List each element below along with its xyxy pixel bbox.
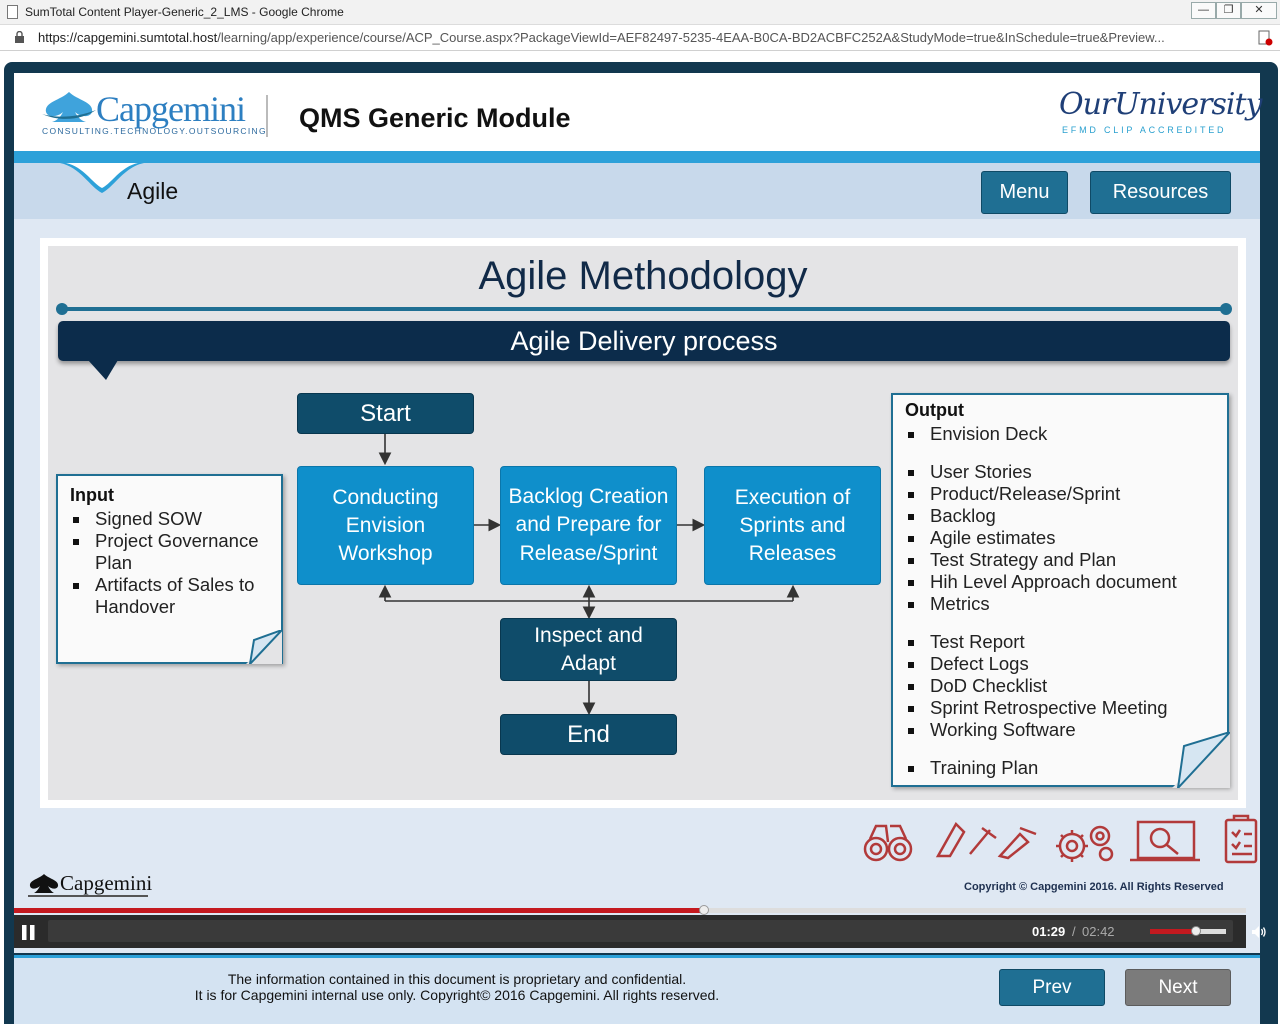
input-page-curl	[246, 630, 282, 664]
output-item: Sprint Retrospective Meeting	[905, 697, 1215, 719]
slide-canvas: Agile Methodology Agile Delivery process…	[48, 246, 1238, 800]
input-item: Signed SOW	[70, 508, 269, 530]
magnifier-icon	[1130, 820, 1200, 862]
output-item: Training Plan	[905, 757, 1215, 779]
input-item: Artifacts of Sales to Handover	[70, 574, 269, 618]
browser-titlebar: SumTotal Content Player-Generic_2_LMS - …	[0, 0, 1280, 25]
maximize-button[interactable]: ❐	[1216, 2, 1241, 19]
seek-bar[interactable]	[14, 905, 1246, 915]
resources-button[interactable]: Resources	[1090, 171, 1231, 214]
capgemini-logo: Capgemini CONSULTING.TECHNOLOGY.OUTSOURC…	[42, 88, 266, 140]
flow-envision-workshop: Conducting Envision Workshop	[297, 466, 474, 585]
output-item: Backlog	[905, 505, 1215, 527]
output-item: User Stories	[905, 461, 1215, 483]
rule-endpoint-right	[1220, 303, 1232, 315]
input-heading: Input	[70, 485, 114, 505]
flow-backlog-creation: Backlog Creation and Prepare for Release…	[500, 466, 677, 585]
time-separator: /	[1072, 924, 1076, 939]
process-banner: Agile Delivery process	[58, 321, 1230, 361]
course-footer: The information contained in this docume…	[14, 955, 1260, 1024]
binoculars-icon	[863, 824, 913, 862]
speaker-icon[interactable]	[1251, 924, 1267, 940]
document-icon	[7, 5, 18, 19]
output-item: Test Strategy and Plan	[905, 549, 1215, 571]
timeline-track	[48, 920, 1233, 942]
banner-pointer	[88, 360, 118, 380]
close-button[interactable]: ✕	[1241, 2, 1277, 19]
output-list: Envision Deck User Stories Product/Relea…	[905, 423, 1215, 779]
brand-wordmark: Capgemini	[96, 89, 246, 129]
pause-icon[interactable]	[21, 924, 37, 941]
output-item: Metrics	[905, 593, 1215, 615]
url-text[interactable]: https://capgemini.sumtotal.host/learning…	[38, 30, 1165, 45]
output-item: Hih Level Approach document	[905, 571, 1215, 593]
rule-endpoint-left	[56, 303, 68, 315]
header-divider	[266, 95, 268, 137]
seek-handle[interactable]	[698, 905, 709, 915]
spade-logo-icon	[42, 92, 96, 122]
output-note: Output Envision Deck User Stories Produc…	[891, 393, 1229, 787]
legal-line-1: The information contained in this docume…	[227, 971, 687, 987]
gears-icon	[1056, 825, 1114, 862]
tools-icon	[935, 821, 1037, 860]
flow-sprint-execution: Execution of Sprints and Releases	[704, 466, 881, 585]
footer-accent-bar	[14, 955, 1260, 958]
output-item: Defect Logs	[905, 653, 1215, 675]
address-bar[interactable]: https://capgemini.sumtotal.host/learning…	[0, 25, 1280, 51]
output-item: Agile estimates	[905, 527, 1215, 549]
banner-text: Agile Delivery process	[510, 326, 778, 356]
partner-tagline: EFMD CLIP ACCREDITED	[1062, 125, 1227, 135]
output-spacer	[905, 741, 1215, 757]
output-spacer	[905, 615, 1215, 631]
slide-footer-logo: Capgemini	[28, 870, 158, 902]
prev-button[interactable]: Prev	[999, 969, 1105, 1006]
output-item: Product/Release/Sprint	[905, 483, 1215, 505]
time-current: 01:29	[1032, 924, 1066, 939]
time-total: 02:42	[1082, 924, 1115, 939]
menu-button[interactable]: Menu	[981, 171, 1068, 214]
input-item: Project Governance Plan	[70, 530, 269, 574]
slide-copyright: Copyright © Capgemini 2016. All Rights R…	[964, 881, 1224, 893]
legal-line-2: It is for Capgemini internal use only. C…	[194, 987, 720, 1003]
slide-footer-icons	[863, 814, 1258, 864]
input-list: Signed SOW Project Governance Plan Artif…	[70, 508, 269, 618]
next-button[interactable]: Next	[1125, 969, 1231, 1006]
footer-brand: Capgemini	[60, 871, 153, 895]
flow-start: Start	[297, 393, 474, 434]
header-accent-bar	[14, 151, 1260, 163]
flow-end: End	[500, 714, 677, 755]
output-spacer	[905, 445, 1215, 461]
partner-wordmark: OurUniversity	[1059, 87, 1262, 122]
flow-connectors	[378, 433, 800, 716]
course-title: QMS Generic Module	[299, 103, 571, 133]
window-title: SumTotal Content Player-Generic_2_LMS - …	[25, 5, 344, 19]
output-item: Working Software	[905, 719, 1215, 741]
output-heading: Output	[905, 400, 964, 420]
extension-icon[interactable]	[1257, 30, 1273, 46]
output-item: Test Report	[905, 631, 1215, 653]
volume-slider[interactable]	[1150, 926, 1226, 936]
output-item: DoD Checklist	[905, 675, 1215, 697]
player-controls: 01:29 / 02:42	[14, 915, 1266, 948]
output-page-curl	[1172, 732, 1230, 788]
volume-handle[interactable]	[1190, 926, 1201, 936]
flow-inspect-adapt: Inspect and Adapt	[500, 618, 677, 681]
course-header: Capgemini CONSULTING.TECHNOLOGY.OUTSOURC…	[14, 73, 1262, 153]
footer-brand-underline	[28, 895, 148, 897]
slide-title: Agile Methodology	[478, 254, 808, 298]
volume-level	[1150, 929, 1196, 934]
output-item: Envision Deck	[905, 423, 1215, 445]
ouruniversity-logo: OurUniversity EFMD CLIP ACCREDITED	[1059, 87, 1262, 135]
brand-tagline: CONSULTING.TECHNOLOGY.OUTSOURCING	[42, 126, 267, 136]
header-swoosh-decoration	[40, 151, 160, 193]
input-note: Input Signed SOW Project Governance Plan…	[56, 474, 283, 664]
minimize-button[interactable]: —	[1191, 2, 1216, 19]
topic-title: Agile	[127, 178, 179, 204]
spade-logo-icon	[29, 874, 59, 893]
title-rule	[62, 307, 1228, 311]
lock-icon	[15, 31, 24, 43]
seek-progress	[14, 908, 704, 913]
checklist-icon	[1224, 814, 1258, 864]
